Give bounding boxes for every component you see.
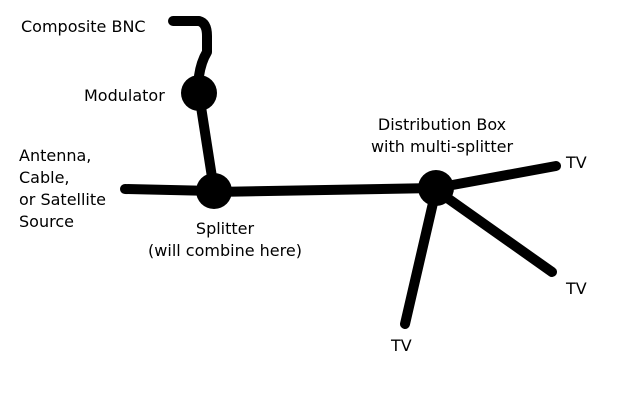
- antenna-source-line-2: Cable,: [19, 168, 70, 187]
- modulator-label: Modulator: [84, 86, 165, 105]
- splitter-label-line-2: (will combine here): [148, 241, 302, 260]
- distribution-box-node: [418, 170, 454, 206]
- splitter-node: [196, 173, 232, 209]
- distribution-box-label: Distribution Box with multi-splitter: [352, 114, 532, 158]
- antenna-source-label: Antenna, Cable, or Satellite Source: [19, 145, 106, 233]
- distribution-to-tv-bottom-cable: [400, 185, 441, 329]
- antenna-source-line-1: Antenna,: [19, 146, 92, 165]
- distribution-to-tv-lower-right-cable: [431, 185, 557, 277]
- splitter-label-line-1: Splitter: [195, 219, 255, 238]
- distribution-box-label-line-1: Distribution Box: [377, 115, 507, 134]
- tv-upper-right-label: TV: [566, 153, 587, 172]
- antenna-source-line-4: Source: [19, 212, 74, 231]
- distribution-box-label-line-2: with multi-splitter: [370, 137, 514, 156]
- antenna-source-line-3: or Satellite: [19, 190, 106, 209]
- distribution-to-tv-upper-right-cable: [431, 161, 561, 193]
- splitter-label: Splitter (will combine here): [125, 218, 325, 262]
- composite-bnc-label: Composite BNC: [21, 17, 146, 36]
- tv-lower-right-label: TV: [566, 279, 587, 298]
- tv-bottom-label: TV: [391, 336, 412, 355]
- modulator-node: [181, 75, 217, 111]
- composite-bnc-cable: [168, 16, 212, 81]
- splitter-to-distribution-cable: [209, 183, 441, 197]
